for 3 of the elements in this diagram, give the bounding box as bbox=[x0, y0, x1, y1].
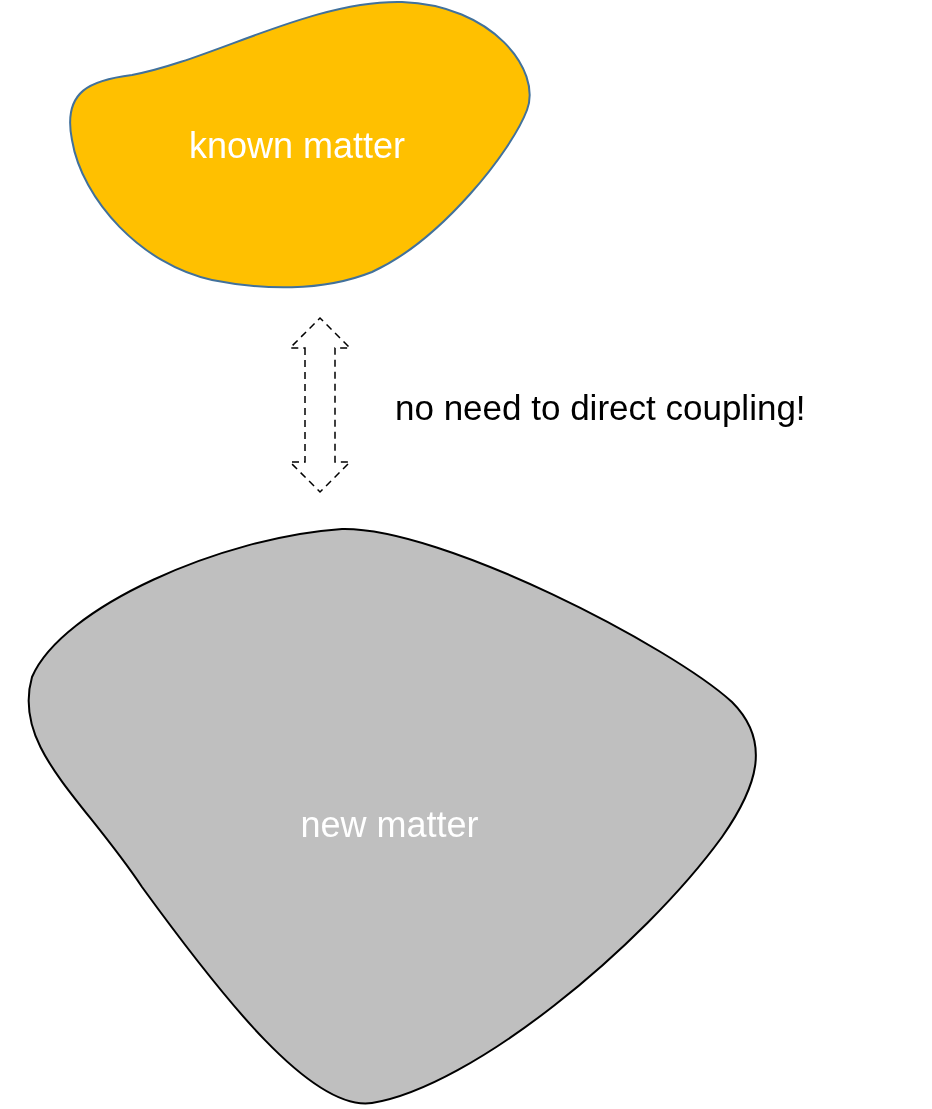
double-arrow bbox=[288, 316, 352, 494]
node-label: known matter bbox=[188, 125, 406, 167]
node-label: new matter bbox=[300, 804, 479, 846]
